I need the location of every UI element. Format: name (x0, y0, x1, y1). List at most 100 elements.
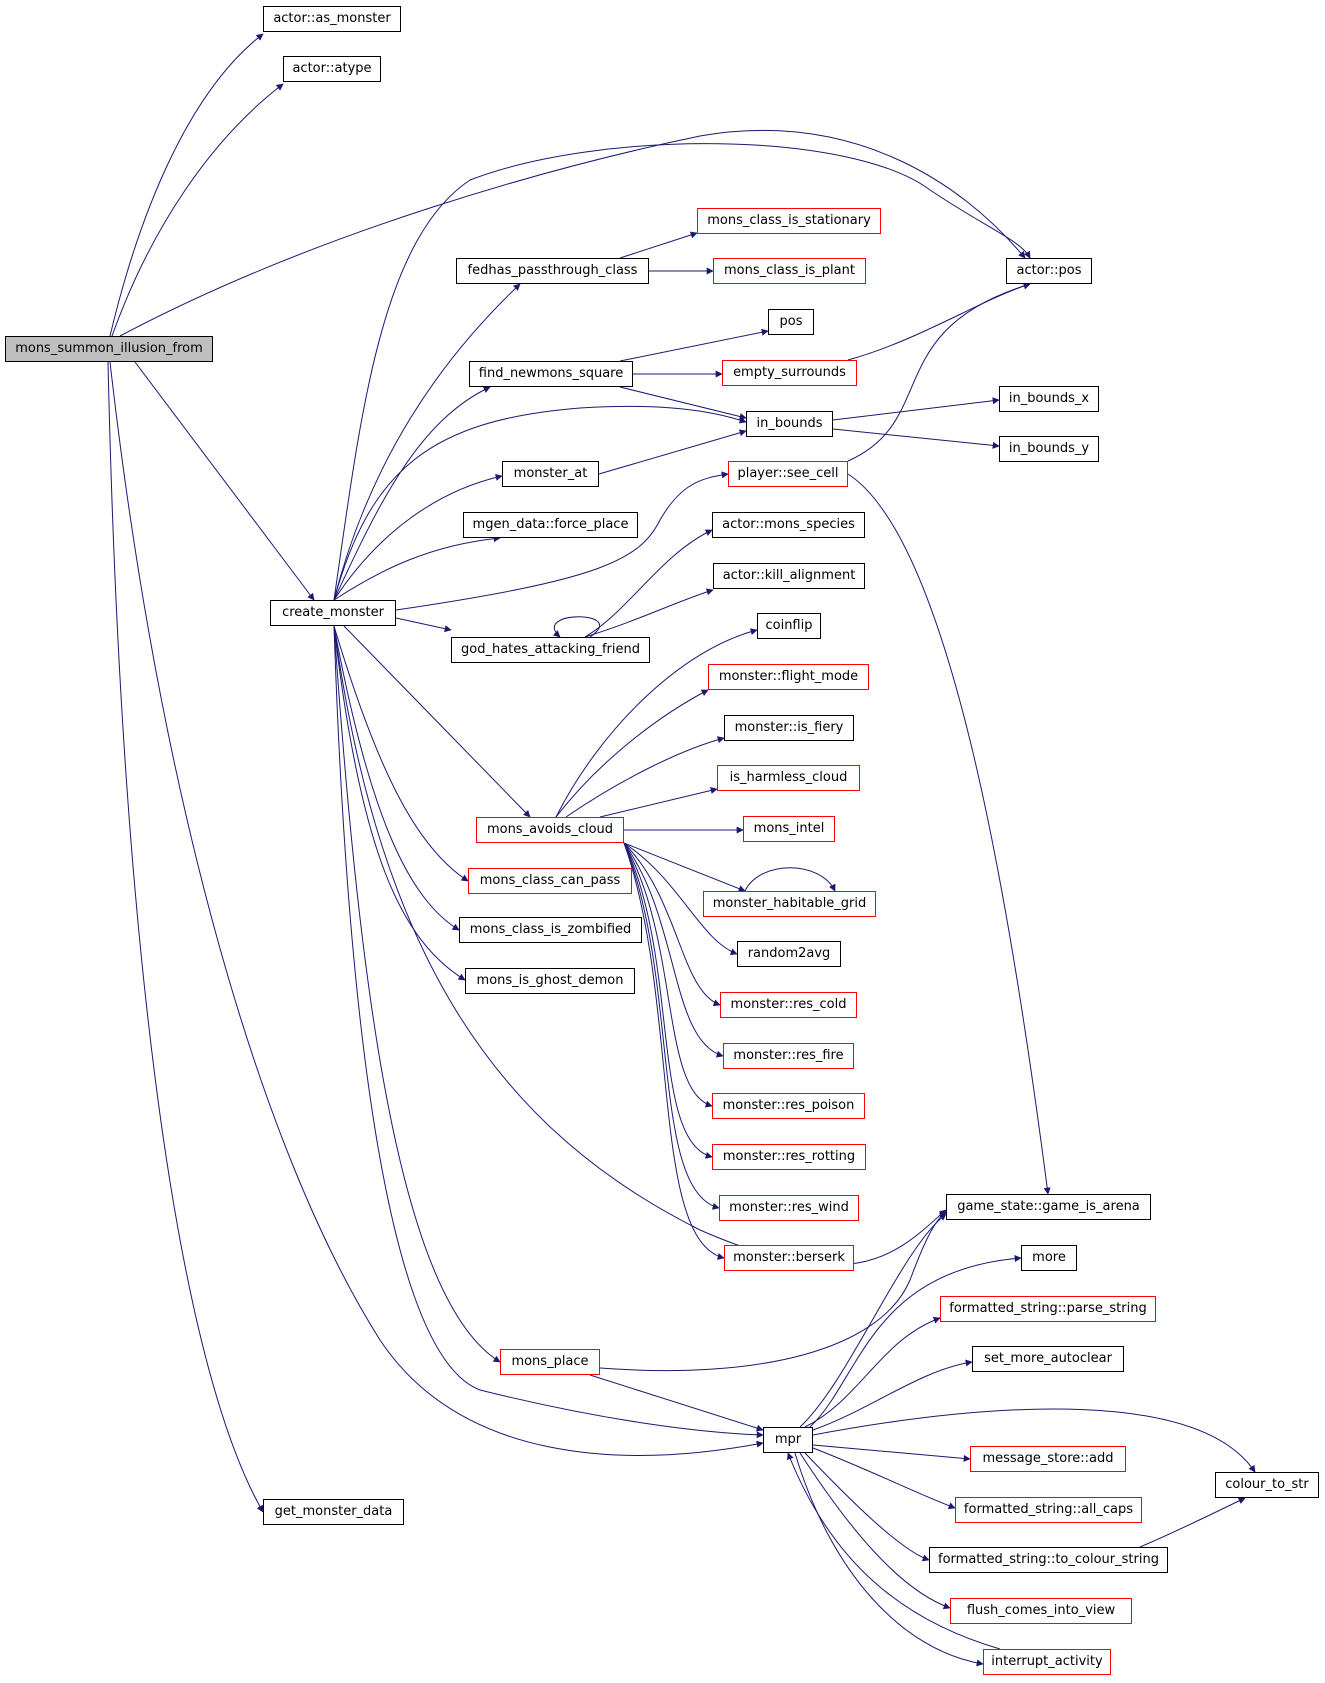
node-is-harmless-cloud[interactable]: is_harmless_cloud (717, 765, 860, 791)
node-player-see-cell[interactable]: player::see_cell (728, 461, 848, 487)
node-mons-intel[interactable]: mons_intel (743, 816, 835, 842)
node-god-hates-attacking-friend[interactable]: god_hates_attacking_friend (451, 637, 650, 663)
edge-mons-place-to-mpr (589, 1374, 764, 1432)
node-monster-res-wind[interactable]: monster::res_wind (719, 1195, 859, 1221)
edge-create-monster-to-mons-class-can-pass (333, 625, 469, 882)
node-monster-is-fiery[interactable]: monster::is_fiery (724, 715, 854, 741)
edge-create-monster-to-mons-avoids-cloud (343, 625, 531, 818)
node-coinflip[interactable]: coinflip (757, 613, 821, 639)
edge-avoids-cloud-to-res-rotting (623, 842, 713, 1159)
node-actor-atype[interactable]: actor::atype (283, 56, 381, 82)
edge-avoids-cloud-to-res-fire (623, 842, 724, 1058)
node-actor-mons-species[interactable]: actor::mons_species (712, 512, 865, 538)
node-in-bounds-y[interactable]: in_bounds_y (999, 436, 1099, 462)
edge-root-to-get-monster-data (107, 361, 264, 1513)
node-monster-res-cold[interactable]: monster::res_cold (720, 992, 857, 1018)
node-game-state-game-is-arena[interactable]: game_state::game_is_arena (946, 1194, 1151, 1220)
edge-create-monster-to-fedhas (333, 283, 521, 601)
node-interrupt-activity[interactable]: interrupt_activity (983, 1649, 1111, 1675)
edge-avoids-cloud-to-res-cold (623, 842, 721, 1007)
node-mons-class-can-pass[interactable]: mons_class_can_pass (468, 868, 632, 894)
node-mons-avoids-cloud[interactable]: mons_avoids_cloud (476, 817, 624, 843)
edge-mons-place-to-game-is-arena (599, 1211, 947, 1372)
edge-create-monster-to-find-newmons (333, 386, 491, 601)
edge-mpr-to-all-caps (812, 1447, 956, 1510)
node-in-bounds[interactable]: in_bounds (746, 411, 833, 437)
node-actor-pos[interactable]: actor::pos (1006, 258, 1092, 284)
edge-avoids-cloud-to-harmless-cloud (599, 787, 718, 818)
node-more[interactable]: more (1021, 1245, 1077, 1271)
node-pos[interactable]: pos (768, 309, 814, 335)
node-create-monster[interactable]: create_monster (270, 600, 396, 626)
node-monster-res-rotting[interactable]: monster::res_rotting (712, 1144, 866, 1170)
node-fedhas-passthrough-class[interactable]: fedhas_passthrough_class (456, 258, 649, 284)
node-mons-class-is-zombified[interactable]: mons_class_is_zombified (459, 917, 642, 943)
edge-create-monster-to-game-is-arena (333, 625, 947, 1266)
edge-to-colour-string-to-colour-to-str (1139, 1497, 1246, 1548)
node-in-bounds-x[interactable]: in_bounds_x (999, 386, 1099, 412)
node-find-newmons-square[interactable]: find_newmons_square (469, 361, 633, 387)
edge-avoids-cloud-to-berserk (623, 842, 725, 1260)
node-monster-res-fire[interactable]: monster::res_fire (723, 1043, 854, 1069)
edge-avoids-cloud-to-habitable-grid (623, 842, 746, 892)
node-formatted-string-to-colour-string[interactable]: formatted_string::to_colour_string (929, 1547, 1168, 1573)
node-monster-at[interactable]: monster_at (502, 461, 599, 487)
edge-mpr-to-message-store-add (812, 1444, 971, 1462)
node-mgen-data-force-place[interactable]: mgen_data::force_place (463, 512, 638, 538)
edge-mpr-to-set-more-autoclear (812, 1359, 973, 1431)
node-set-more-autoclear[interactable]: set_more_autoclear (972, 1346, 1124, 1372)
node-monster-berserk[interactable]: monster::berserk (724, 1245, 854, 1271)
edge-avoids-cloud-to-flight-mode (555, 689, 709, 818)
edge-monster-at-to-in-bounds (598, 429, 747, 475)
edge-empty-surrounds-to-actor-pos (847, 282, 1031, 361)
edge-create-monster-to-in-bounds (333, 405, 747, 601)
edge-mpr-to-colour-to-str (812, 1408, 1256, 1473)
edge-in-bounds-to-in-bounds-x (832, 397, 1000, 421)
node-mons-class-is-stationary[interactable]: mons_class_is_stationary (697, 208, 881, 234)
node-random2avg[interactable]: random2avg (737, 941, 841, 967)
edge-player-see-cell-to-game-is-arena (847, 473, 1051, 1195)
edge-create-monster-to-player-see-cell (395, 471, 729, 611)
edge-create-monster-to-monster-at (333, 473, 503, 601)
edge-avoids-cloud-to-coinflip (555, 628, 758, 818)
node-mons-summon-illusion-from[interactable]: mons_summon_illusion_from (5, 336, 213, 362)
edge-root-to-create-monster (134, 361, 315, 601)
edge-mpr-to-parse-string (804, 1316, 941, 1428)
edge-find-newmons-to-in-bounds (619, 386, 747, 420)
node-actor-kill-alignment[interactable]: actor::kill_alignment (713, 563, 865, 589)
edge-avoids-cloud-to-random2avg (623, 842, 738, 956)
node-monster-flight-mode[interactable]: monster::flight_mode (708, 664, 869, 690)
node-colour-to-str[interactable]: colour_to_str (1215, 1472, 1319, 1498)
node-mons-place[interactable]: mons_place (500, 1349, 600, 1375)
edge-root-to-actor-pos (119, 129, 1026, 337)
node-monster-res-poison[interactable]: monster::res_poison (712, 1093, 865, 1119)
edge-create-monster-to-mons-is-ghost-demon (333, 625, 466, 981)
edge-root-to-actor-atype (111, 83, 284, 337)
node-monster-habitable-grid[interactable]: monster_habitable_grid (703, 891, 876, 917)
node-empty-surrounds[interactable]: empty_surrounds (722, 360, 857, 386)
edge-mpr-to-to-colour-string (804, 1452, 930, 1562)
edge-find-newmons-to-pos (619, 328, 769, 362)
edge-create-monster-to-mons-place (333, 625, 501, 1363)
edge-avoids-cloud-to-res-wind (623, 842, 720, 1210)
node-mons-class-is-plant[interactable]: mons_class_is_plant (713, 258, 866, 284)
edge-god-hates-self-loop (552, 616, 600, 638)
node-flush-comes-into-view[interactable]: flush_comes_into_view (950, 1598, 1132, 1624)
edge-create-monster-to-mons-class-is-zombified (333, 625, 460, 931)
node-actor-as-monster[interactable]: actor::as_monster (263, 6, 401, 32)
edge-fedhas-to-stationary (619, 231, 698, 259)
node-formatted-string-parse-string[interactable]: formatted_string::parse_string (940, 1296, 1156, 1322)
edge-avoids-cloud-to-is-fiery (565, 736, 725, 818)
node-get-monster-data[interactable]: get_monster_data (263, 1499, 404, 1525)
edge-player-see-cell-to-actor-pos (847, 282, 1031, 462)
edge-mpr-to-flush-comes-into-view (799, 1452, 951, 1610)
edge-create-monster-to-mgen-force-place (333, 535, 501, 601)
node-message-store-add[interactable]: message_store::add (970, 1446, 1126, 1472)
node-mpr[interactable]: mpr (763, 1427, 813, 1453)
node-mons-is-ghost-demon[interactable]: mons_is_ghost_demon (465, 968, 635, 994)
edge-in-bounds-to-in-bounds-y (832, 428, 1000, 449)
edge-mpr-to-game-is-arena (799, 1213, 947, 1428)
node-formatted-string-all-caps[interactable]: formatted_string::all_caps (955, 1497, 1142, 1523)
